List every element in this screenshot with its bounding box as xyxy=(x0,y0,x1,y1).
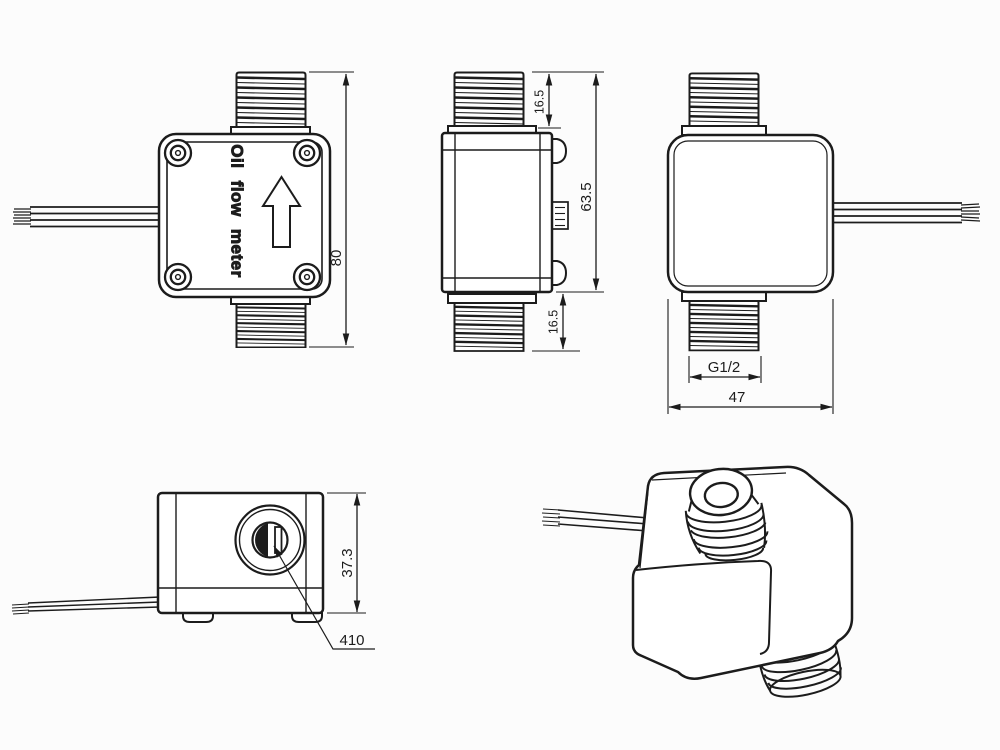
dim-label-thread-spec: G1/2 xyxy=(708,359,741,376)
flow-arrow-icon xyxy=(261,175,302,248)
pipe-thread-top xyxy=(453,71,525,130)
dim-label-total-height: 80 xyxy=(328,250,345,267)
wire-frayed-end xyxy=(13,208,31,225)
port-circle xyxy=(234,504,306,576)
pipe-thread-bottom xyxy=(235,302,307,349)
product-label: Oil flow meter xyxy=(228,144,247,277)
dim-label-depth: 37.3 xyxy=(339,548,356,577)
pipe-thread-bottom xyxy=(453,301,525,353)
wire-cable xyxy=(830,202,981,224)
foot xyxy=(291,611,323,623)
dim-label-width: 47 xyxy=(729,389,746,406)
rotor-detail xyxy=(255,523,268,557)
pipe-thread-iso-top xyxy=(684,467,769,562)
body-outline xyxy=(666,133,835,294)
wire-cable xyxy=(11,596,161,615)
dim-label-port-diameter: 410 xyxy=(339,632,364,649)
front-view: Oil flow meter 80 xyxy=(13,71,354,349)
screw-icon xyxy=(292,138,322,168)
isometric-view xyxy=(541,465,854,698)
screw-icon xyxy=(163,262,193,292)
dimension-16-5-bottom: 16.5 xyxy=(532,293,580,352)
body-inner-outline xyxy=(166,141,323,290)
body-outline xyxy=(440,131,554,294)
bottom-view: 410 37.3 xyxy=(11,491,375,650)
wire-frayed-end xyxy=(960,203,981,222)
thread-step xyxy=(447,293,537,304)
body-outline xyxy=(157,132,332,299)
dimension-80: 80 xyxy=(309,71,354,348)
screw-icon xyxy=(292,262,322,292)
body-inner-outline xyxy=(673,140,828,287)
face-edge xyxy=(635,559,773,655)
foot xyxy=(182,611,214,623)
wire-cable xyxy=(13,206,163,228)
dim-label-top-thread: 16.5 xyxy=(532,90,546,114)
screw-icon xyxy=(163,138,193,168)
dimension-47: 47 xyxy=(667,299,834,414)
wire-cable xyxy=(541,508,649,532)
dimension-37-3: 37.3 xyxy=(327,492,366,614)
corner-screws xyxy=(163,138,322,292)
pipe-thread-top xyxy=(688,72,760,128)
wire-frayed-end xyxy=(11,603,30,615)
dimension-16-5-top: 16.5 xyxy=(532,71,604,129)
dim-label-height-with-thread: 63.5 xyxy=(578,182,595,211)
dim-label-bottom-thread: 16.5 xyxy=(546,310,560,334)
dimension-g12: G1/2 xyxy=(688,356,762,383)
dimension-63-5: 63.5 xyxy=(556,73,604,293)
pipe-thread-top xyxy=(235,71,307,130)
back-view: G1/2 47 xyxy=(666,72,981,414)
leader-line xyxy=(273,545,375,650)
port-hole xyxy=(703,481,739,509)
connector xyxy=(550,201,569,230)
edge-highlight xyxy=(639,491,649,569)
side-view: 16.5 63.5 16.5 xyxy=(440,71,604,353)
thread-step xyxy=(681,125,767,136)
pipe-thread-bottom xyxy=(688,299,760,352)
wire-frayed-end xyxy=(541,508,561,527)
leader-port-diameter: 410 xyxy=(273,545,375,650)
thread-step xyxy=(681,291,767,302)
